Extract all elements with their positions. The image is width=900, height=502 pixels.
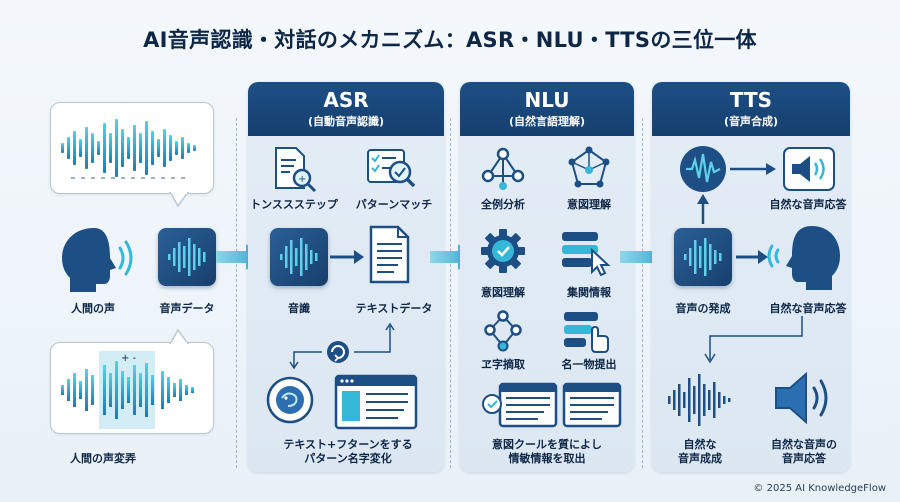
divider (450, 118, 451, 468)
natural-voice-line1: 自然な音声の (771, 438, 837, 451)
natural-gen-line1: 自然な (683, 438, 717, 451)
document-search-icon: + (275, 147, 317, 192)
collect-info-label: 集関情報 (567, 286, 611, 299)
voice-change-label: 人間の声変弄 (70, 452, 136, 465)
asr-title: ASR (323, 88, 369, 112)
voice-generation-label: 音声の発成 (675, 302, 731, 315)
human-voice-label: 人間の声 (71, 302, 115, 315)
human-head-icon (62, 228, 133, 292)
nlu-bottom-line2: 情敏情報を取出 (508, 452, 586, 465)
waveform-icon (280, 238, 318, 276)
entity-extract-label: 名一物提出 (561, 358, 617, 371)
asr-header: ASR (自動音声認識) (248, 82, 444, 136)
waveform-icon (668, 374, 731, 426)
text-document-icon (369, 225, 410, 284)
transcribe-label: トンススステップ (250, 198, 338, 211)
copyright: © 2025 AI KnowledgeFlow (753, 483, 886, 494)
arrow-right-icon (736, 250, 768, 264)
screen-window-icon (334, 374, 418, 430)
waveform-icon (61, 119, 196, 179)
voice-data-tile (158, 228, 216, 286)
full-analysis-label: 全例分析 (481, 198, 525, 211)
asr-bottom-line1: テキスト+フターンをする (283, 438, 413, 451)
list-cursor-icon (562, 232, 611, 276)
asr-bottom-line2: パターン名字変化 (304, 452, 392, 465)
nlu-subtitle: (自然言語理解) (508, 115, 586, 128)
voice-data-label: 音声データ (159, 302, 215, 315)
nlu-title: NLU (524, 88, 570, 112)
natural-response-top-label: 自然な音声応答 (769, 198, 847, 211)
intent-label-2: 意図理解 (481, 286, 525, 299)
nlu-header: NLU (自然言語理解) (460, 82, 634, 136)
recognition-tile (270, 228, 328, 286)
bubble-tail (169, 328, 189, 344)
speech-bubble-top (50, 102, 214, 194)
feedback-loop-icon (289, 322, 395, 370)
extract-label: ヱ字摘取 (481, 358, 525, 371)
natural-voice-line2: 音声応答 (782, 452, 826, 465)
tts-title: TTS (729, 88, 773, 112)
recognition-label: 音識 (288, 302, 310, 315)
bubble-tail (169, 192, 189, 208)
data-screens-icon (482, 382, 622, 428)
arrow-right-icon (330, 250, 364, 264)
tts-subtitle: (音声合成) (723, 115, 779, 128)
waveform-icon (168, 238, 206, 276)
divider (642, 118, 643, 468)
arrow-up-icon (697, 194, 709, 224)
nlu-bottom-line1: 意図クールを質によし (492, 438, 602, 451)
list-hand-icon (564, 312, 609, 353)
network-graph-icon (481, 147, 525, 190)
connector-arrow-icon (704, 316, 803, 364)
divider (236, 118, 237, 468)
human-head-icon (767, 226, 840, 290)
svg-text:+: + (298, 174, 306, 185)
natural-response-mid-label: 自然な音声応答 (769, 302, 847, 315)
waveform-circle-icon (680, 146, 726, 192)
arrow-right-icon (730, 163, 776, 175)
pattern-match-label: パターンマッチ (355, 198, 433, 211)
natural-gen-line2: 音声成成 (678, 452, 722, 465)
tree-graph-icon (484, 310, 522, 352)
waveform-icon (684, 238, 722, 276)
gear-check-icon (481, 229, 525, 273)
page-title: AI音声認識・対話のメカニズム：ASR・NLU・TTSの三位一体 (143, 28, 757, 52)
speech-bubble-bottom: + - (50, 342, 214, 434)
text-data-label: テキストデータ (355, 302, 433, 315)
waveform-icon: + - (61, 351, 194, 429)
polygon-network-icon (568, 146, 610, 188)
intent-label-1: 意図理解 (567, 198, 611, 211)
asr-subtitle: (自動音声認識) (307, 115, 385, 128)
speaker-icon (775, 371, 828, 425)
tts-header: TTS (音声合成) (652, 82, 850, 136)
speaker-icon (783, 147, 835, 191)
voice-generation-tile (674, 228, 732, 286)
ai-face-icon (266, 376, 314, 424)
checklist-search-icon (367, 149, 416, 188)
bubble-marks: + - (121, 353, 137, 364)
